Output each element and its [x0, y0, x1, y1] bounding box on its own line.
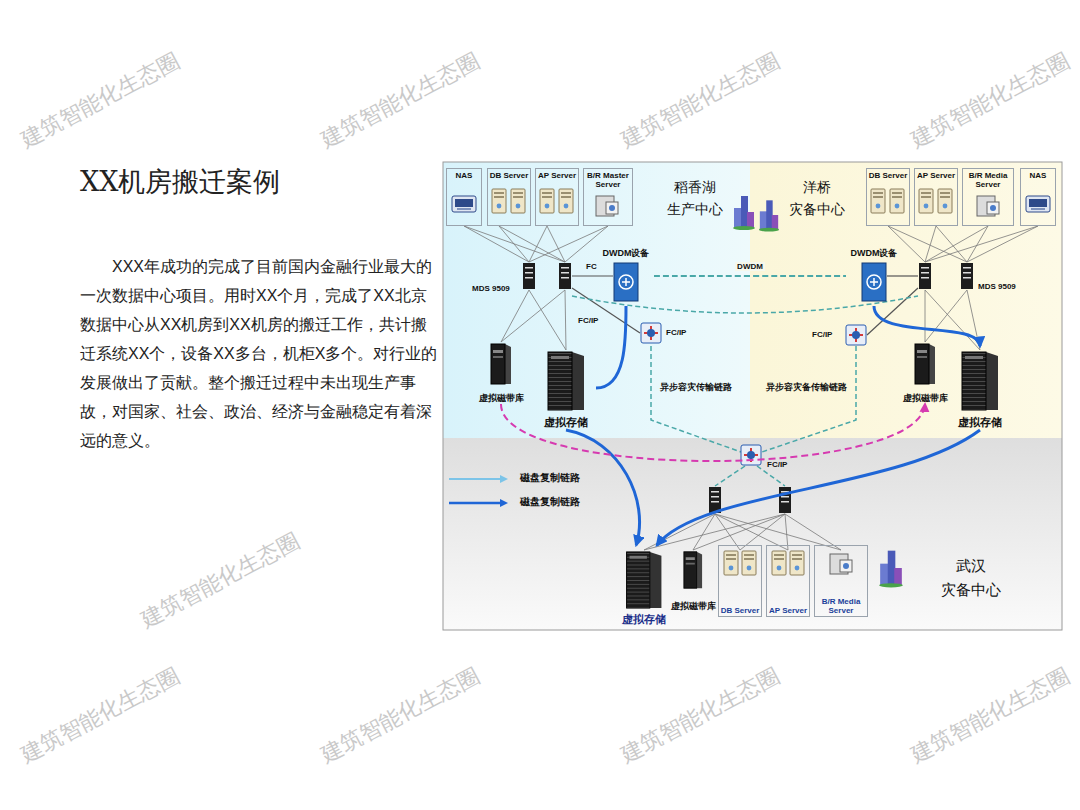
server-box: B/R Media Server: [814, 545, 868, 617]
watermark: 建筑智能化生态圈: [906, 663, 1073, 768]
device-name: MDS 9509: [472, 284, 510, 293]
zone-region: 稻香湖 生产中心 NAS DB Server AP Server B/R Master …: [443, 162, 750, 438]
server-box: AP Server: [914, 168, 958, 226]
device-label: AP Server: [767, 606, 809, 615]
link-name: 异步容灾传输链路: [660, 382, 732, 392]
watermark: 建筑智能化生态圈: [316, 48, 483, 153]
device-label: AP Server: [915, 171, 957, 180]
replication-link: [874, 306, 980, 346]
dwdm-device: DWDM设备: [846, 246, 902, 306]
server-box: B/R Media Server: [962, 168, 1014, 226]
link-type: FC/IP: [578, 316, 598, 325]
device-label: NAS: [1021, 171, 1055, 180]
device-label: B/R Master Server: [584, 171, 632, 189]
tape-library: 虚拟磁带库: [896, 340, 954, 404]
legend-samples: [449, 475, 508, 507]
watermark: 建筑智能化生态圈: [136, 528, 303, 633]
server-box: B/R Master Server: [583, 168, 633, 226]
zone-region: 武汉 灾备中心虚拟存储虚拟磁带库DB Server AP Server B/R Me…: [443, 438, 1062, 630]
virtual-storage: 虚拟存储: [950, 346, 1010, 430]
device-label: NAS: [447, 171, 481, 180]
device-label: B/R Media Server: [963, 171, 1013, 189]
slide-title: XX机房搬迁案例: [80, 166, 280, 197]
server-box: DB Server: [718, 545, 762, 617]
link-name: 异步容灾备传输链路: [766, 382, 847, 392]
zone-title: 武汉 灾备中心: [936, 554, 1006, 602]
watermark: 建筑智能化生态圈: [16, 48, 183, 153]
zone-region: 洋桥 灾备中心 DB Server AP Server B/R Media Serve…: [750, 162, 1062, 438]
link-type: FC: [586, 262, 597, 271]
device-label: 虚拟存储: [618, 613, 670, 626]
replication-link: [566, 430, 640, 545]
device-label: 虚拟磁带库: [670, 601, 716, 611]
device-label: 虚拟磁带库: [472, 393, 530, 403]
watermark: 建筑智能化生态圈: [316, 663, 483, 768]
server-box: DB Server: [487, 168, 531, 226]
virtual-storage: 虚拟存储: [536, 346, 596, 430]
device-label: AP Server: [536, 171, 578, 180]
replication-link: [657, 430, 980, 545]
server-box: AP Server: [766, 545, 810, 617]
device-label: DB Server: [488, 171, 530, 180]
device-label: B/R Media Server: [815, 597, 867, 615]
watermark: 建筑智能化生态圈: [16, 663, 183, 768]
device-label: DB Server: [719, 606, 761, 615]
tape-library: 虚拟磁带库: [472, 340, 530, 404]
device-label: DWDM设备: [598, 248, 654, 258]
watermark: 建筑智能化生态圈: [616, 48, 783, 153]
replication-link: [596, 306, 626, 388]
device-label: 虚拟存储: [950, 416, 1010, 429]
legend-text: 磁盘复制链路: [520, 472, 580, 484]
replication-link: [501, 404, 925, 461]
body-paragraph: XXX年成功的完成了目前国内金融行业最大的一次数据中心项目。用时XX个月，完成了…: [80, 252, 438, 455]
server-box: AP Server: [535, 168, 579, 226]
device-label: 虚拟存储: [536, 416, 596, 429]
link-type: FC/IP: [767, 460, 787, 469]
nas-box: NAS: [446, 168, 482, 226]
device-label: 虚拟磁带库: [896, 393, 954, 403]
device-name: MDS 9509: [978, 282, 1016, 291]
watermark: 建筑智能化生态圈: [906, 48, 1073, 153]
tape-library: 虚拟磁带库: [670, 548, 716, 612]
zone-title: 洋桥 灾备中心: [786, 176, 848, 221]
virtual-storage: 虚拟存储: [618, 545, 670, 627]
link-label: DWDM: [735, 262, 765, 271]
legend-text: 磁盘复制链路: [520, 496, 580, 508]
nas-box: NAS: [1020, 168, 1056, 226]
watermark: 建筑智能化生态圈: [616, 663, 783, 768]
zone-title: 稻香湖 生产中心: [664, 176, 726, 221]
device-label: DWDM设备: [846, 248, 902, 258]
link-type: FC/IP: [812, 330, 832, 339]
device-label: DB Server: [867, 171, 909, 180]
dwdm-device: DWDM设备: [598, 246, 654, 306]
replication-link: [654, 275, 846, 277]
server-box: DB Server: [866, 168, 910, 226]
link-type: FC/IP: [666, 328, 686, 337]
